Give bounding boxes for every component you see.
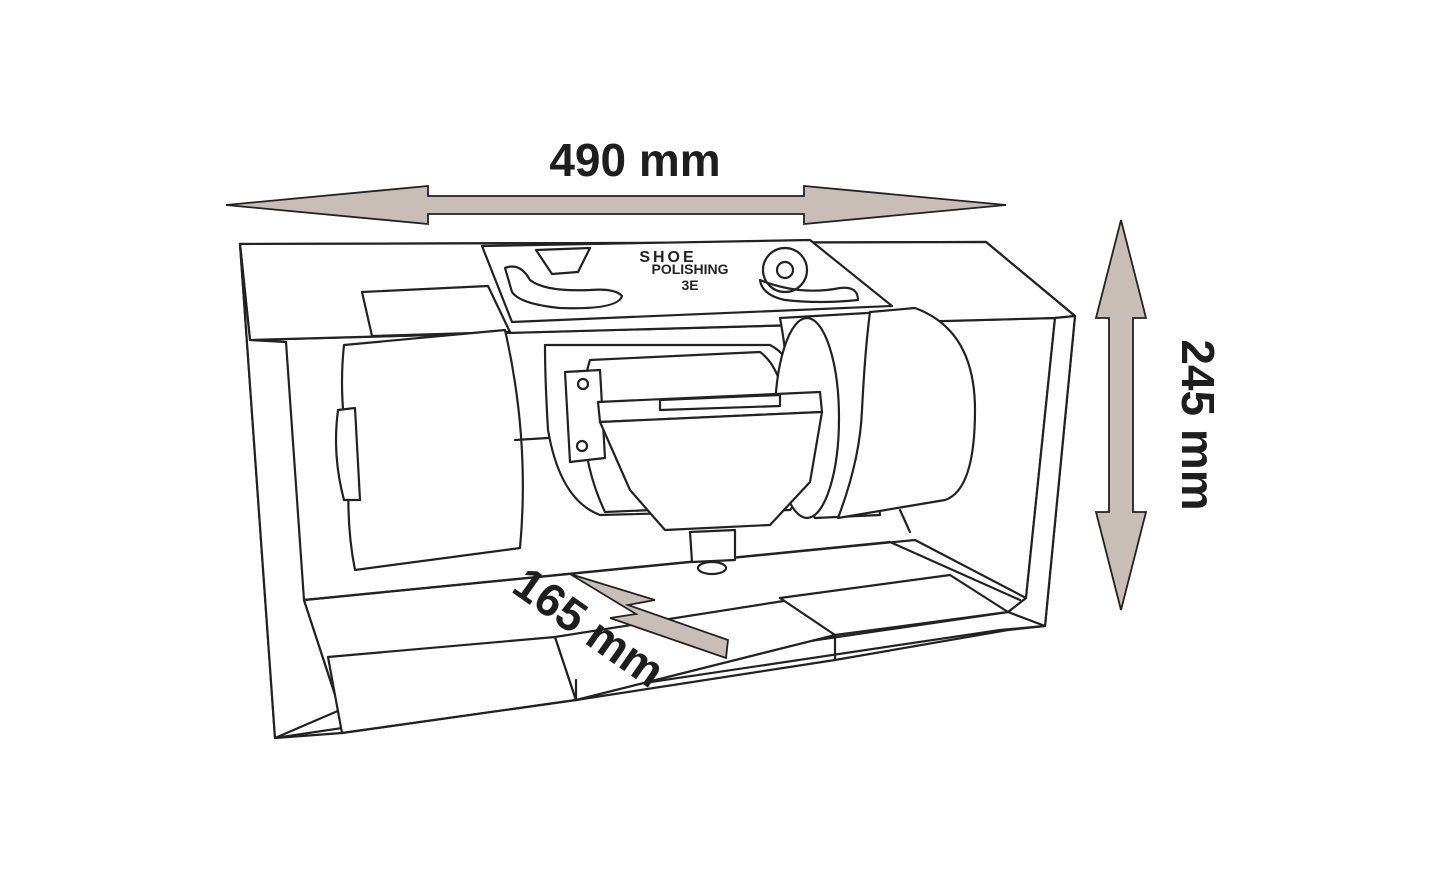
dispenser-nozzle bbox=[688, 528, 737, 564]
right-brush-foot bbox=[898, 508, 912, 534]
plate-brush-icon bbox=[761, 246, 809, 294]
width-dimension-arrow bbox=[225, 185, 1007, 225]
height-dimension-label: 245 mm bbox=[1172, 339, 1224, 510]
drawer-front-right bbox=[778, 573, 1010, 637]
dispenser-nozzle-tip bbox=[696, 560, 728, 576]
left-brush-hub bbox=[334, 406, 362, 502]
right-brush-wheel bbox=[836, 306, 977, 520]
plate-shoe-left-icon bbox=[503, 265, 624, 310]
bracket-bolt-1 bbox=[576, 377, 590, 391]
plate-text-line3: 3E bbox=[681, 277, 698, 293]
left-brush-guard bbox=[360, 284, 512, 338]
depth-dimension-arrow bbox=[569, 573, 729, 660]
dispenser-body bbox=[598, 410, 824, 532]
height-dimension-arrow bbox=[1094, 219, 1148, 611]
dispenser-label-window bbox=[658, 393, 782, 412]
tray-front-edge bbox=[273, 624, 1047, 740]
left-brush-wheel bbox=[340, 328, 524, 572]
width-dimension-label: 490 mm bbox=[549, 134, 720, 186]
plate-shoe-right-icon bbox=[758, 278, 860, 304]
tray-rim bbox=[302, 540, 1022, 602]
motor-left-bracket bbox=[563, 368, 607, 464]
plate-text-line1: SHOE bbox=[639, 249, 696, 266]
casing-right-inner-face bbox=[1006, 314, 1077, 628]
bracket-bolt-2 bbox=[575, 439, 589, 453]
plate-dispenser-icon bbox=[534, 246, 592, 276]
plate-text-line2: POLISHING bbox=[651, 261, 728, 277]
plate-brush-icon-hub bbox=[775, 260, 795, 280]
